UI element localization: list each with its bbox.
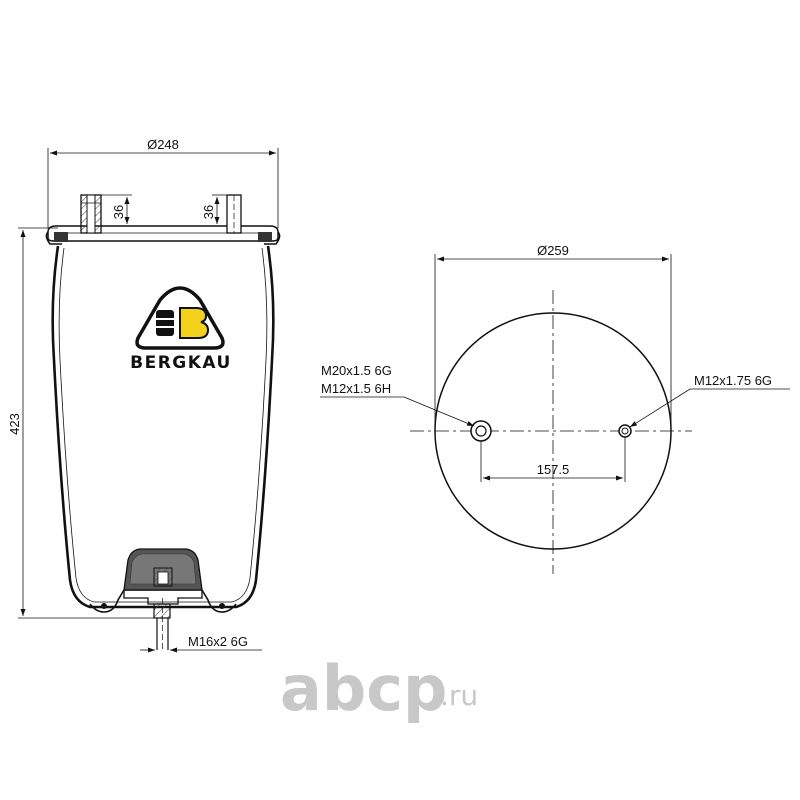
left-hole-label-1: M20x1.5 6G bbox=[321, 363, 392, 378]
watermark: abcp .ru bbox=[280, 652, 478, 725]
side-view: Ø248 423 36 36 M16x2 6G bbox=[7, 137, 281, 653]
bottom-piston bbox=[89, 548, 237, 652]
right-hole-label: M12x1.75 6G bbox=[694, 373, 772, 388]
top-view: Ø259 157.5 M20x1.5 6G M12x1.5 6H M12x1.7… bbox=[320, 243, 790, 574]
brand-name: BERGKAU bbox=[130, 353, 232, 373]
left-hole-leader: M20x1.5 6G M12x1.5 6H bbox=[320, 363, 475, 427]
hole-spacing-label: 157.5 bbox=[537, 462, 570, 477]
right-stud-36-label: 36 bbox=[201, 205, 216, 219]
hole-spacing-dimension: 157.5 bbox=[480, 437, 626, 482]
right-hole-leader: M12x1.75 6G bbox=[629, 373, 790, 428]
watermark-name: abcp bbox=[280, 652, 447, 725]
logo-b-icon bbox=[179, 307, 210, 339]
top-plate bbox=[45, 225, 281, 245]
bottom-thread-dimension: M16x2 6G bbox=[140, 634, 262, 653]
diameter-259-label: Ø259 bbox=[537, 243, 569, 258]
diameter-248-label: Ø248 bbox=[147, 137, 179, 152]
bottom-thread-label: M16x2 6G bbox=[188, 634, 248, 649]
left-hole bbox=[470, 420, 492, 442]
left-hole-label-2: M12x1.5 6H bbox=[321, 381, 391, 396]
right-stud-36-dimension: 36 bbox=[201, 194, 227, 224]
height-423-dimension: 423 bbox=[7, 227, 154, 619]
right-hole bbox=[618, 424, 632, 438]
left-stud-36-label: 36 bbox=[111, 205, 126, 219]
diameter-248-dimension: Ø248 bbox=[47, 137, 279, 228]
bergkau-logo: B BERGKAU bbox=[130, 286, 232, 373]
left-stud-36-dimension: 36 bbox=[101, 194, 132, 224]
left-stud bbox=[80, 194, 102, 234]
diameter-259-dimension: Ø259 bbox=[434, 243, 672, 428]
watermark-suffix: .ru bbox=[440, 679, 478, 712]
right-stud bbox=[226, 194, 242, 234]
height-423-label: 423 bbox=[7, 413, 22, 435]
